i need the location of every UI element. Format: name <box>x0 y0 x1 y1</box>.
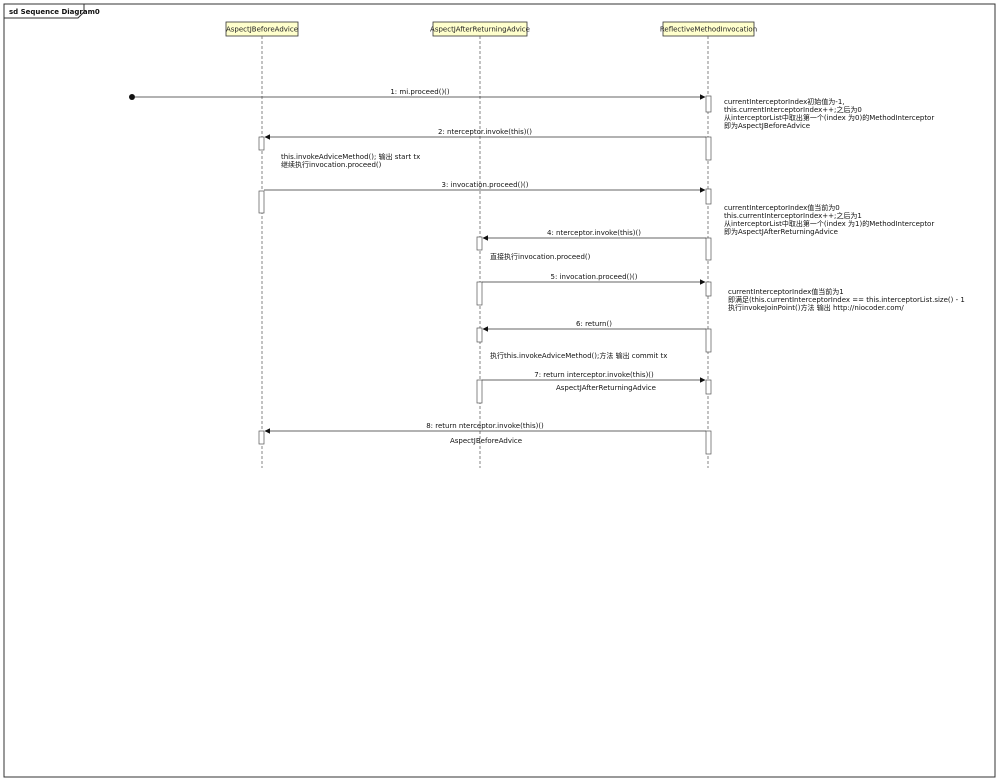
message-2[interactable]: 2: nterceptor.invoke(this)() <box>264 128 706 140</box>
message-8[interactable]: 8: return nterceptor.invoke(this)() <box>264 422 706 434</box>
diagram-frame <box>3 3 996 778</box>
message-5[interactable]: 5: invocation.proceed()() <box>482 273 706 285</box>
activation-bar <box>258 430 265 445</box>
message-label: 6: return() <box>576 320 612 328</box>
message-6[interactable]: 6: return() <box>482 320 706 332</box>
message-4[interactable]: 4: nterceptor.invoke(this)() <box>482 229 706 241</box>
lifeline-header[interactable] <box>662 21 755 37</box>
activation-bar <box>705 136 712 161</box>
found-message-start-dot <box>129 94 135 100</box>
lifeline-name: ReflectiveMethodInvocation <box>660 26 757 34</box>
message-label: 8: return nterceptor.invoke(this)() <box>426 422 544 430</box>
activation-bar <box>476 236 483 251</box>
frame-title-tab <box>3 3 85 19</box>
message-1[interactable]: 1: mi.proceed()() <box>134 88 706 100</box>
message-label: 5: invocation.proceed()() <box>551 273 638 281</box>
activation-bar <box>258 136 265 151</box>
message-3[interactable]: 3: invocation.proceed()() <box>264 181 706 193</box>
lifeline-aspectj-before-advice[interactable]: AspectJBeforeAdvice <box>225 21 299 468</box>
note-direct-proceed: 直接执行invocation.proceed() <box>490 252 591 261</box>
activation-bar <box>705 237 712 261</box>
frame-title: sd Sequence Diagram0 <box>9 8 100 16</box>
activation-bar <box>705 379 712 395</box>
activation-bar <box>705 328 712 353</box>
message-7[interactable]: 7: return interceptor.invoke(this)() <box>482 371 706 383</box>
message-label: 2: nterceptor.invoke(this)() <box>438 128 532 136</box>
activation-bar <box>705 188 712 205</box>
note-invoke-join-point: currentInterceptorIndex值当前为1 即满足(this.cu… <box>728 287 967 312</box>
note-before-advice-invoke: this.invokeAdviceMethod(); 输出 start tx 继… <box>281 152 422 169</box>
activation-bar <box>705 95 712 113</box>
lifeline-name: AspectJAfterReturningAdvice <box>430 26 530 34</box>
lifeline-name: AspectJBeforeAdvice <box>226 26 298 34</box>
message-label: 4: nterceptor.invoke(this)() <box>547 229 641 237</box>
activation-bar <box>476 327 483 343</box>
note-return-before-advice: AspectJBeforeAdvice <box>450 437 522 445</box>
activation-bar <box>705 281 712 297</box>
message-label: 1: mi.proceed()() <box>390 88 450 96</box>
note-invocation-index-0: currentInterceptorIndex初始值为-1, this.curr… <box>724 97 936 130</box>
activation-bar <box>476 379 483 404</box>
note-invocation-index-1: currentInterceptorIndex值当前为0 this.curren… <box>724 203 936 236</box>
message-label: 7: return interceptor.invoke(this)() <box>534 371 654 379</box>
activation-bar <box>705 430 712 455</box>
note-commit-tx: 执行this.invokeAdviceMethod();方法 输出 commit… <box>490 351 667 360</box>
activation-bar <box>476 281 483 306</box>
note-return-after-returning: AspectJAfterReturningAdvice <box>556 384 656 392</box>
activation-bar <box>258 190 265 214</box>
message-label: 3: invocation.proceed()() <box>442 181 529 189</box>
